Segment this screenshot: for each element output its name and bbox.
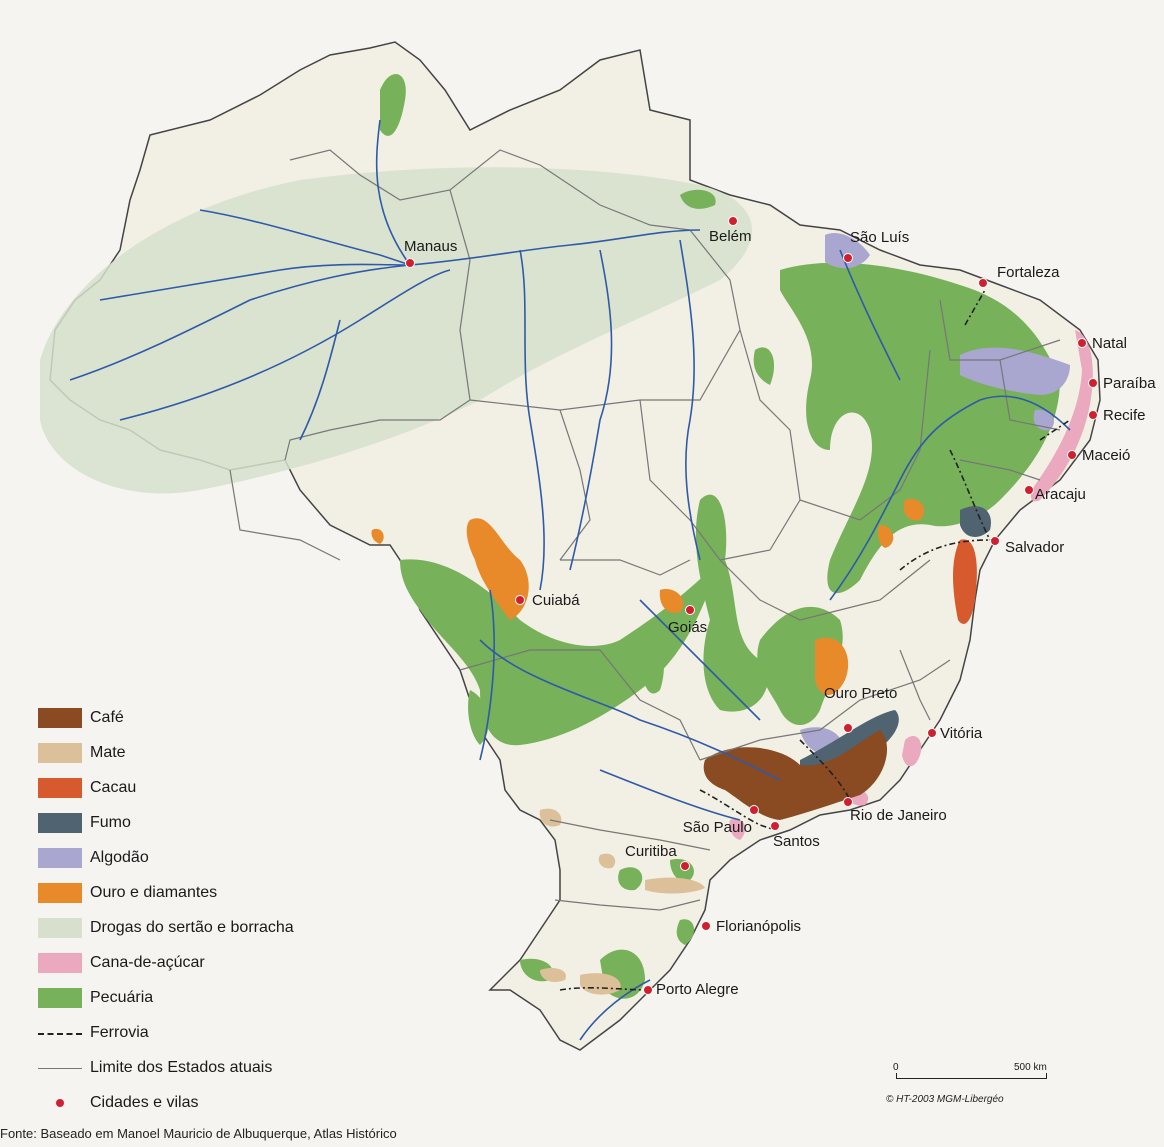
legend-label: Drogas do sertão e borracha	[90, 918, 294, 936]
legend: Café Mate Cacau Fumo Algodão Ouro e diam…	[38, 700, 378, 1120]
scale-start-label: 0	[893, 1062, 899, 1073]
legend-swatch-limite	[38, 1068, 82, 1069]
region-fumo	[800, 506, 991, 775]
region-pecuaria	[380, 73, 1060, 999]
map-credit: © HT-2003 MGM-Libergéo	[886, 1094, 1004, 1105]
legend-label: Limite dos Estados atuais	[90, 1058, 273, 1076]
city-label-porto-alegre: Porto Alegre	[656, 981, 739, 998]
city-marker-florianopolis	[701, 921, 711, 931]
city-label-salvador: Salvador	[1005, 539, 1064, 556]
city-marker-salvador	[990, 536, 1000, 546]
legend-label: Mate	[90, 743, 126, 761]
legend-swatch-algodao	[38, 847, 82, 868]
state-boundaries	[229, 149, 1061, 911]
legend-item: Limite dos Estados atuais	[38, 1050, 378, 1085]
scale-end-label: 500 km	[1014, 1062, 1047, 1073]
city-marker-cuiaba	[515, 595, 525, 605]
legend-item: Cidades e vilas	[38, 1085, 378, 1120]
city-label-goias: Goiás	[668, 619, 707, 636]
city-label-recife: Recife	[1103, 407, 1146, 424]
city-label-ouro-preto: Ouro Preto	[824, 685, 897, 702]
legend-label: Café	[90, 708, 124, 726]
city-label-paraiba: Paraíba	[1103, 375, 1156, 392]
legend-swatch-ferrovia	[38, 1032, 82, 1035]
legend-label: Cana-de-açúcar	[90, 953, 205, 971]
source-note: Fonte: Baseado em Manoel Mauricio de Alb…	[0, 1126, 397, 1141]
city-label-curitiba: Curitiba	[625, 843, 677, 860]
legend-item: Ferrovia	[38, 1015, 378, 1050]
legend-label: Algodão	[90, 848, 149, 866]
legend-item: Fumo	[38, 805, 378, 840]
region-drogas-do-sertao	[40, 167, 753, 494]
legend-item: Drogas do sertão e borracha	[38, 910, 378, 945]
city-marker-rio	[843, 797, 853, 807]
region-mate	[539, 808, 705, 995]
city-label-belem: Belém	[709, 228, 752, 245]
city-label-cuiaba: Cuiabá	[532, 592, 580, 609]
city-label-maceio: Maceió	[1082, 447, 1130, 464]
city-marker-goias	[685, 605, 695, 615]
city-label-aracaju: Aracaju	[1035, 486, 1086, 503]
region-cafe	[703, 730, 888, 820]
scale-bar: 0 500 km	[893, 1062, 1048, 1092]
city-marker-sao-luis	[843, 253, 853, 263]
legend-swatch-cidades	[38, 1093, 82, 1113]
city-marker-sao-paulo	[749, 805, 759, 815]
city-marker-aracaju	[1024, 485, 1034, 495]
cities: Manaus Belém São LuísFortalezaNatalParaíba…	[404, 216, 1156, 998]
legend-label: Cacau	[90, 778, 137, 796]
city-label-fortaleza: Fortaleza	[997, 264, 1060, 281]
legend-swatch-drogas	[38, 917, 82, 938]
legend-swatch-cacau	[38, 777, 82, 798]
legend-label: Pecuária	[90, 988, 154, 1006]
city-marker-recife	[1088, 410, 1098, 420]
city-marker-fortaleza	[978, 278, 988, 288]
legend-label: Fumo	[90, 813, 131, 831]
legend-item: Cana-de-açúcar	[38, 945, 378, 980]
city-label-vitoria: Vitória	[940, 725, 983, 742]
city-marker-curitiba	[680, 861, 690, 871]
city-marker-manaus	[405, 258, 415, 268]
city-label-rio: Rio de Janeiro	[850, 807, 947, 824]
city-marker-natal	[1077, 338, 1087, 348]
city-marker-belem	[728, 216, 738, 226]
city-marker-maceio	[1067, 450, 1077, 460]
legend-swatch-cafe	[38, 707, 82, 728]
city-label-natal: Natal	[1092, 335, 1127, 352]
city-marker-porto-alegre	[643, 985, 653, 995]
legend-item: Pecuária	[38, 980, 378, 1015]
legend-item: Cacau	[38, 770, 378, 805]
railways	[559, 289, 1071, 991]
legend-item: Ouro e diamantes	[38, 875, 378, 910]
legend-swatch-cana	[38, 952, 82, 973]
legend-label: Ferrovia	[90, 1023, 149, 1041]
city-label-manaus: Manaus	[404, 238, 457, 255]
city-label-sao-paulo: São Paulo	[683, 819, 752, 836]
legend-swatch-mate	[38, 742, 82, 763]
city-label-sao-luis: São Luís	[850, 229, 909, 246]
city-marker-vitoria	[927, 728, 937, 738]
city-marker-santos	[770, 821, 780, 831]
legend-swatch-ouro	[38, 882, 82, 903]
legend-swatch-fumo	[38, 812, 82, 833]
region-cacau	[953, 539, 977, 624]
legend-label: Ouro e diamantes	[90, 883, 218, 901]
legend-item: Algodão	[38, 840, 378, 875]
rivers	[69, 119, 1071, 1041]
region-ouro-e-diamantes	[371, 499, 925, 695]
city-marker-paraiba	[1088, 378, 1098, 388]
legend-item: Café	[38, 700, 378, 735]
city-marker-ouro-preto	[843, 723, 853, 733]
city-label-santos: Santos	[773, 833, 820, 850]
legend-swatch-pecuaria	[38, 987, 82, 1008]
legend-item: Mate	[38, 735, 378, 770]
city-label-florianopolis: Florianópolis	[716, 918, 801, 935]
legend-label: Cidades e vilas	[90, 1093, 199, 1111]
